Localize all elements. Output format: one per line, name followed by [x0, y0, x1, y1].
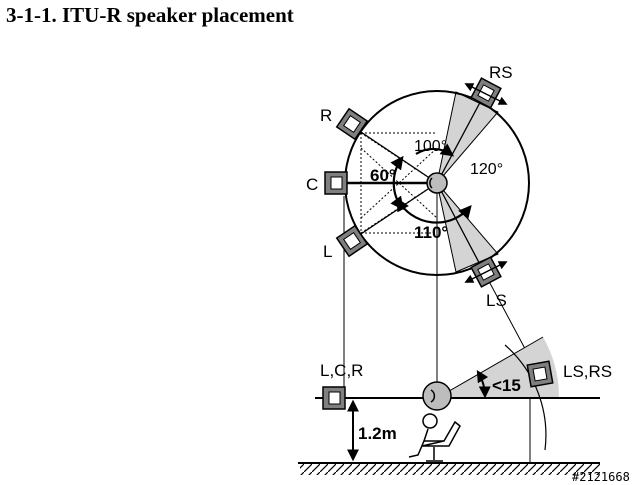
- speaker-l: [335, 224, 369, 258]
- speaker-surround-side: [526, 360, 554, 388]
- speaker-r: [335, 107, 369, 141]
- arc-110: [396, 197, 472, 224]
- label-angle-120: 120°: [470, 161, 503, 178]
- speaker-c: [324, 171, 348, 195]
- page-title: 3-1-1. ITU-R speaker placement: [6, 3, 294, 27]
- label-ls: LS: [486, 291, 507, 310]
- label-l: L: [323, 242, 332, 261]
- elevation-sector: [437, 337, 560, 398]
- label-lt15: <15: [492, 376, 521, 395]
- listener-head-side: [422, 381, 452, 411]
- label-lsrs: LS,RS: [563, 362, 612, 381]
- side-view: L,C,R LS,RS <15 1.2m: [298, 336, 612, 475]
- top-view: RS R C L LS 60° 100° 120° 110°: [306, 63, 531, 463]
- arc-100: [415, 143, 455, 157]
- label-r: R: [320, 106, 332, 125]
- ground-hatch: [300, 463, 600, 475]
- arc-lt15: [476, 369, 491, 399]
- ls-adjust-arrow: [464, 261, 508, 283]
- label-lcr: L,C,R: [320, 361, 363, 380]
- seated-listener: [408, 413, 461, 462]
- label-angle-110: 110°: [414, 223, 448, 242]
- label-height: 1.2m: [358, 424, 397, 443]
- label-angle-100: 100°: [414, 138, 447, 155]
- label-angle-60: 60°: [370, 166, 396, 185]
- rs-adjust-arrow: [464, 83, 508, 105]
- label-c: C: [306, 175, 318, 194]
- watermark-id: #2121668: [572, 470, 630, 484]
- label-rs: RS: [489, 63, 513, 82]
- speaker-front-side: [322, 386, 346, 410]
